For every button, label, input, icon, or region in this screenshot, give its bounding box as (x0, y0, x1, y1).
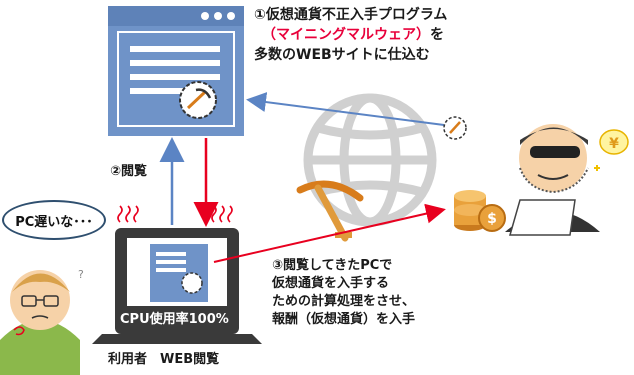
user-caption: 利用者 WEB閲覧 (108, 352, 220, 367)
browser-window-icon (108, 6, 244, 136)
malware-gear-icon (179, 81, 217, 119)
arrow-hacker-to-site (246, 92, 445, 126)
yen-symbol: ¥ (609, 136, 619, 152)
globe-icon (303, 93, 437, 227)
step1-line2: （マイニングマルウェア）を (262, 26, 444, 44)
step1-line3: 多数のWEBサイトに仕込む (254, 47, 430, 63)
svg-text:?: ? (78, 268, 84, 281)
coins-icon: $ (454, 190, 506, 232)
user-speech-bubble: PC遅いな･･･ (2, 200, 106, 240)
arrow-laptop-to-coins (213, 203, 446, 263)
heat-marks (117, 205, 233, 223)
user-icon: ? (0, 268, 84, 375)
laptop-icon (92, 228, 262, 344)
step1-line2-suffix: を (430, 27, 444, 43)
pickaxe-icon (296, 180, 364, 242)
cpu-usage-label: CPU使用率100% (120, 312, 229, 327)
hacker-icon: ¥ (443, 116, 629, 236)
step3-line3: ための計算処理をさせ、 (272, 294, 416, 309)
malware-term: （マイニングマルウェア） (262, 27, 430, 43)
step3-line2: 仮想通貨を入手する (272, 276, 390, 291)
coin-symbol: $ (487, 211, 497, 227)
step2-label: ②閲覧 (110, 164, 148, 179)
step3-line1: ③閲覧してきたPCで (272, 258, 393, 273)
step3-line4: 報酬（仮想通貨）を入手 (272, 312, 416, 327)
user-speech-text: PC遅いな･･･ (15, 214, 93, 230)
step1-line1: ①仮想通貨不正入手プログラム (254, 7, 448, 23)
